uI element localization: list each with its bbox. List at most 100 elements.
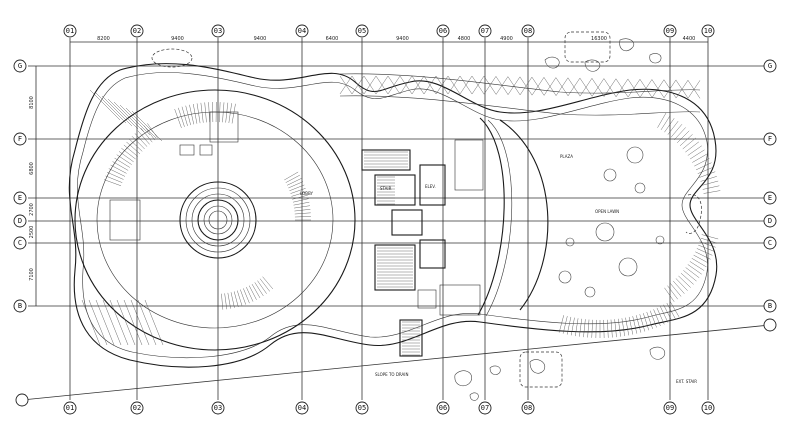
grid-row-label: E: [18, 194, 22, 202]
grid-column-bubble: 04: [295, 401, 309, 415]
grid-column-label: 09: [666, 404, 674, 412]
label-lobby: LOBBY: [300, 191, 314, 196]
section-bubble-right: [763, 318, 777, 332]
column-dimension: 9400: [396, 36, 409, 42]
grid-column-label: 10: [704, 27, 712, 35]
grid-row-bubble: F: [763, 132, 777, 146]
grid-column-label: 10: [704, 404, 712, 412]
label-open-lawn: OPEN LAWN: [595, 209, 619, 214]
grid-column-bubble: 01: [63, 24, 77, 38]
curved-ramp-south: [558, 301, 680, 338]
grid-column-label: 02: [133, 404, 141, 412]
grid-row-bubble: C: [763, 236, 777, 250]
grid-column-label: 06: [439, 404, 447, 412]
grid-column-bubble: 06: [436, 24, 450, 38]
inner-envelope: [77, 72, 708, 359]
lawn-trees: [558, 146, 665, 298]
dashed-planter-north: [564, 31, 611, 63]
grid-row-label: C: [18, 239, 22, 247]
row-dimension: 7100: [29, 268, 35, 281]
lattice-canopy: [339, 73, 701, 116]
grid-column-bubble: 04: [295, 24, 309, 38]
dashed-area-northwest: [151, 48, 193, 68]
grid-row-bubble: B: [13, 299, 27, 313]
grid-column-bubble: 05: [355, 24, 369, 38]
grid-column-label: 06: [439, 27, 447, 35]
grid-row-label: E: [768, 194, 772, 202]
curved-wall-east: [477, 117, 505, 316]
row-dimension: 2700: [29, 203, 35, 216]
row-dimension: 8100: [29, 96, 35, 109]
grid-column-label: 08: [524, 27, 532, 35]
curved-wall-gallery: [499, 119, 549, 311]
grid-column-label: 01: [66, 404, 74, 412]
column-dimension: 16300: [591, 36, 607, 42]
curved-wall-east-2: [485, 119, 513, 317]
column-dimension: 6400: [326, 36, 339, 42]
grid-row-label: F: [18, 135, 22, 143]
column-dimension: 8200: [97, 36, 110, 42]
grid-row-bubble: E: [13, 191, 27, 205]
grid-column-label: 05: [358, 404, 366, 412]
section-bubble-left: [15, 393, 29, 407]
dashed-planter-south: [519, 351, 563, 388]
column-dimension: 4900: [500, 36, 513, 42]
grid-row-label: B: [768, 302, 772, 310]
row-dimension: 6800: [29, 162, 35, 175]
curved-stair-right: [284, 171, 311, 221]
label-elev: ELEV.: [425, 184, 436, 189]
note-slope-to-drain: SLOPE TO DRAIN: [375, 372, 408, 377]
grid-row-bubble: E: [763, 191, 777, 205]
grid-column-label: 08: [524, 404, 532, 412]
grid-bubbles: 0101020203030404050506060707080809091010…: [13, 24, 777, 415]
grid-row-label: G: [768, 62, 772, 70]
grid-column-bubble: 05: [355, 401, 369, 415]
grid-row-bubble: B: [763, 299, 777, 313]
grid-column-bubble: 03: [211, 24, 225, 38]
grid-column-label: 07: [481, 404, 489, 412]
grid-column-bubble: 06: [436, 401, 450, 415]
column-dimension: 9400: [254, 36, 267, 42]
section-line: [21, 324, 771, 401]
grid-column-bubble: 07: [478, 24, 492, 38]
main-hall-outer: [74, 89, 356, 351]
grid-row-bubble: D: [13, 214, 27, 228]
service-core: [361, 149, 446, 357]
grid-column-label: 05: [358, 27, 366, 35]
grid-row-label: D: [18, 217, 22, 225]
grid-row-label: G: [18, 62, 22, 70]
grid-row-bubble: F: [13, 132, 27, 146]
column-dimension: 4400: [683, 36, 696, 42]
grid-column-label: 04: [298, 404, 306, 412]
grid-row-label: C: [768, 239, 772, 247]
grid-row-label: B: [18, 302, 22, 310]
row-dimension: 2500: [29, 226, 35, 239]
column-dimension: 4800: [458, 36, 471, 42]
grid-row-bubble: G: [13, 59, 27, 73]
grid-column-label: 03: [214, 404, 222, 412]
grid-lines: [28, 38, 764, 400]
grid-column-bubble: 10: [701, 401, 715, 415]
grid-row-label: D: [768, 217, 772, 225]
grid-row-label: F: [768, 135, 772, 143]
hatched-zone-southwest: [81, 89, 164, 346]
grid-column-bubble: 10: [701, 24, 715, 38]
grid-column-bubble: 02: [130, 401, 144, 415]
grid-column-bubble: 02: [130, 24, 144, 38]
grid-column-bubble: 03: [211, 401, 225, 415]
grid-column-label: 01: [66, 27, 74, 35]
grid-row-bubble: D: [763, 214, 777, 228]
grid-column-label: 07: [481, 27, 489, 35]
grid-column-bubble: 09: [663, 401, 677, 415]
grid-row-bubble: G: [763, 59, 777, 73]
note-ext-stair: EXT. STAIR: [676, 379, 697, 384]
curved-ramp-east: [657, 112, 721, 302]
label-plaza: PLAZA: [560, 154, 573, 159]
grid-column-bubble: 07: [478, 401, 492, 415]
grid-column-label: 03: [214, 27, 222, 35]
central-rotunda: [179, 181, 257, 259]
core-stair-treads: [364, 151, 420, 356]
grid-column-bubble: 01: [63, 401, 77, 415]
